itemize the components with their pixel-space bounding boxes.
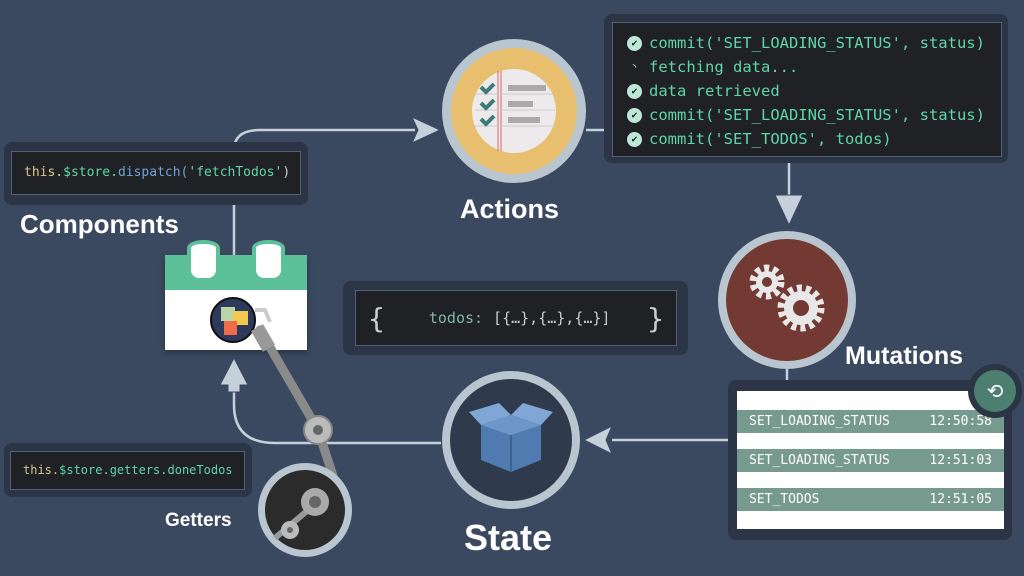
dispatch-code-panel: this.$store.dispatch('fetchTodos') (4, 142, 308, 205)
mutation-row[interactable]: SET_LOADING_STATUS 12:50:58 (737, 410, 1004, 433)
arrow-right (410, 115, 442, 145)
brace-open: { (368, 301, 385, 335)
action-log-line: ✔ commit('SET_LOADING_STATUS', status) (627, 103, 987, 127)
mutation-time: 12:50:58 (929, 414, 992, 429)
state-key: todos: (428, 309, 484, 327)
code-this: this. (23, 463, 60, 477)
state-box-icon (442, 371, 580, 509)
getters-label: Getters (165, 510, 232, 531)
action-log-panel: ✔ commit('SET_LOADING_STATUS', status) ◝ fe… (604, 14, 1008, 163)
time-travel-history-button[interactable]: ⟲ (968, 364, 1022, 418)
state-label: State (464, 517, 553, 558)
rss-icon: ◝ (630, 60, 639, 74)
actions-checklist-icon (442, 39, 586, 183)
action-log-text: data retrieved (649, 82, 780, 100)
robot-arm-icon (250, 308, 341, 490)
brace-close: } (647, 301, 664, 335)
action-log-text: fetching data... (649, 58, 799, 76)
folders-icon (210, 297, 256, 343)
mutation-name: SET_LOADING_STATUS (749, 453, 890, 468)
code-arg: 'fetchTodos' (188, 165, 283, 180)
code-method: dispatch( (117, 165, 189, 180)
check-icon: ✔ (627, 107, 642, 123)
arrow-down (774, 194, 804, 227)
check-icon: ✔ (627, 131, 642, 147)
state-value: [{…},{…},{…}] (493, 309, 611, 327)
components-label: Components (20, 209, 179, 239)
code-this: this. (24, 165, 64, 180)
arrow-up (219, 356, 249, 393)
getters-code-panel: this.$store.getters.doneTodos (4, 443, 252, 497)
action-log-text: commit('SET_LOADING_STATUS', status) (649, 34, 985, 52)
lego-stud-icon (187, 240, 220, 282)
state-code-panel: { todos: [{…},{…},{…}] } (343, 281, 688, 355)
check-icon: ✔ (627, 83, 642, 99)
mutations-label: Mutations (845, 342, 964, 370)
action-log-line: ◝ fetching data... (627, 55, 987, 79)
check-icon: ✔ (627, 35, 642, 51)
arrow-left (582, 424, 613, 456)
code-close: ) (282, 165, 291, 180)
action-log-line: ✔ commit('SET_TODOS', todos) (627, 127, 987, 151)
mutation-time: 12:51:03 (929, 453, 992, 468)
action-log-line: ✔ data retrieved (627, 79, 987, 103)
action-log-line: ✔ commit('SET_LOADING_STATUS', status) (627, 31, 987, 55)
code-store: $store. (63, 165, 118, 180)
mutation-name: SET_LOADING_STATUS (749, 414, 890, 429)
action-log-text: commit('SET_TODOS', todos) (649, 130, 892, 148)
mutation-row[interactable]: SET_TODOS 12:51:05 (737, 488, 1004, 511)
code-getters: $store.getters.doneTodos (59, 463, 233, 477)
mutations-gears-icon (718, 231, 856, 369)
getters-gear-icon (258, 463, 352, 557)
actions-label: Actions (460, 194, 560, 224)
mutation-time: 12:51:05 (929, 492, 992, 507)
lego-stud-icon (252, 240, 285, 282)
action-log-text: commit('SET_LOADING_STATUS', status) (649, 106, 985, 124)
mutation-name: SET_TODOS (749, 492, 820, 507)
history-icon: ⟲ (974, 370, 1016, 412)
mutation-row[interactable]: SET_LOADING_STATUS 12:51:03 (737, 449, 1004, 472)
